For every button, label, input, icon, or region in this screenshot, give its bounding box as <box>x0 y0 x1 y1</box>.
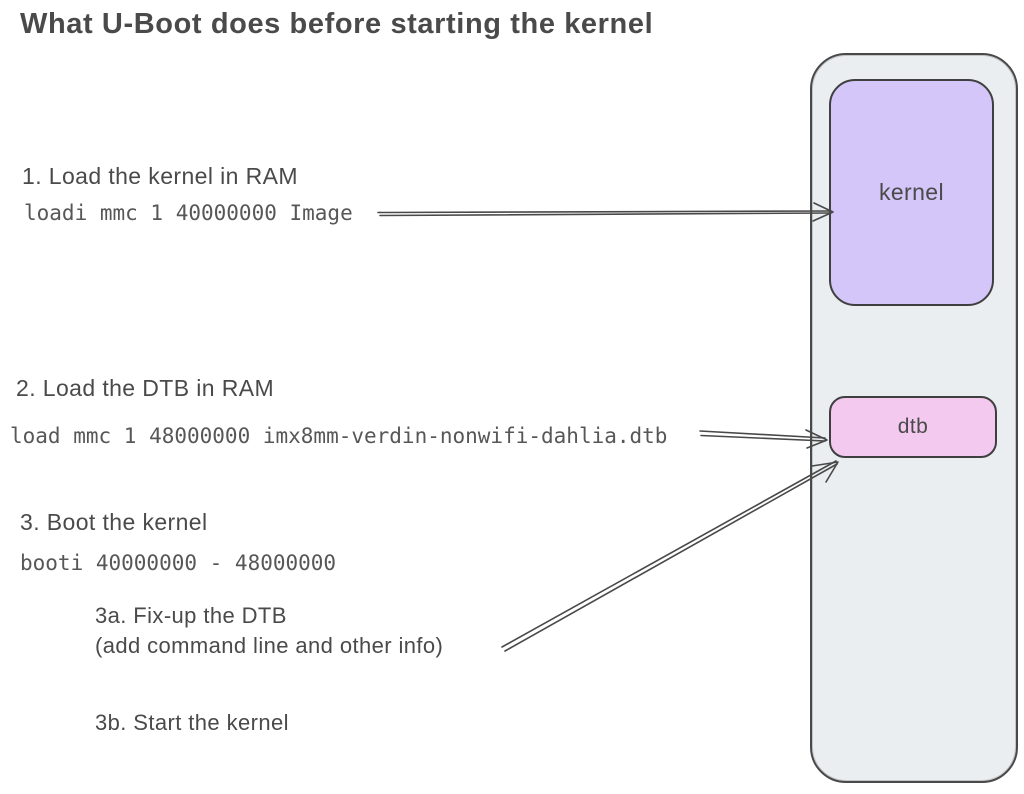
step-1-label: 1. Load the kernel in RAM <box>22 163 298 189</box>
step-3-label: 3. Boot the kernel <box>20 509 208 535</box>
arrow-command1-to-kernel-icon <box>377 202 834 222</box>
dtb-block-label: dtb <box>897 415 929 438</box>
step-1-command: loadi mmc 1 40000000 Image <box>24 201 353 225</box>
substep-3a-note: (add command line and other info) <box>95 632 444 658</box>
substep-3a-label: 3a. Fix-up the DTB <box>95 603 287 628</box>
step-2-label: 2. Load the DTB in RAM <box>16 375 275 401</box>
kernel-block: kernel <box>829 79 994 306</box>
step-3-command: booti 40000000 - 48000000 <box>20 551 337 575</box>
diagram-title: What U-Boot does before starting the ker… <box>20 8 654 40</box>
arrow-fixup-to-dtb-icon <box>501 460 839 652</box>
step-2-command: load mmc 1 48000000 imx8mm-verdin-nonwif… <box>10 424 668 448</box>
arrow-command2-to-dtb-icon <box>699 429 828 449</box>
dtb-block: dtb <box>829 396 997 458</box>
kernel-block-label: kernel <box>878 179 945 205</box>
substep-3a: 3a. Fix-up the DTB (add command line and… <box>95 601 515 660</box>
substep-3b-label: 3b. Start the kernel <box>95 710 289 735</box>
